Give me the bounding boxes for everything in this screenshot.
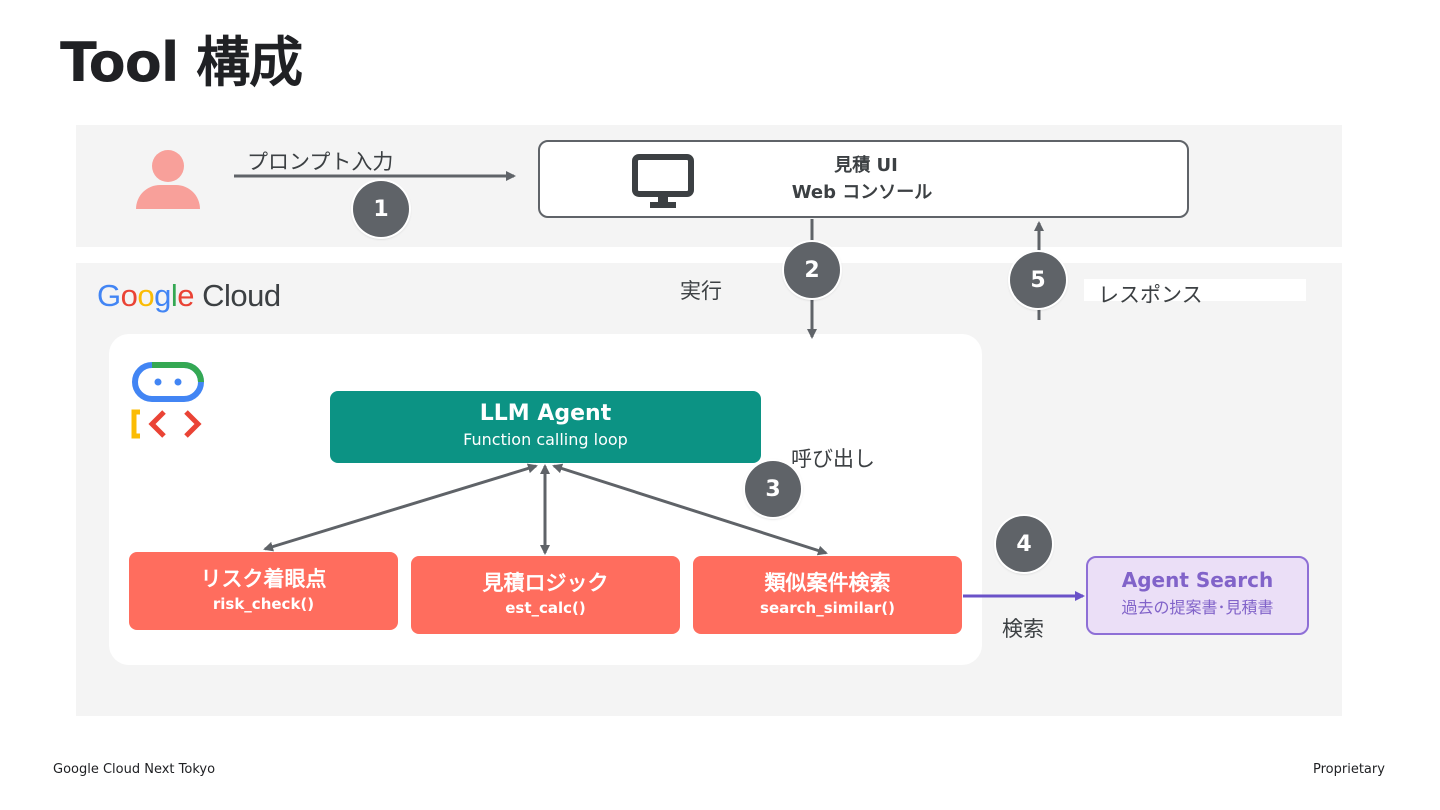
ui-box-title: 見積 UI <box>834 155 898 176</box>
step-2-badge: 2 <box>784 242 840 298</box>
arrow-llm-search <box>552 463 828 556</box>
function-title: 見積ロジック <box>482 571 609 595</box>
step-5-badge: 5 <box>1010 252 1066 308</box>
estimate-ui-box <box>538 140 1189 218</box>
llm-agent-subtitle: Function calling loop <box>463 430 628 449</box>
call-label: 呼び出し <box>791 447 875 471</box>
step-4-badge: 4 <box>996 516 1052 572</box>
function-name: est_calc() <box>505 599 586 617</box>
function-title: 類似案件検索 <box>764 571 891 595</box>
agent-builder-icon <box>130 360 206 442</box>
logo-letter: l <box>170 278 178 313</box>
llm-agent-box: LLM Agent Function calling loop <box>330 391 761 463</box>
logo-letter: e <box>177 278 195 313</box>
agent-search-title: Agent Search <box>1121 568 1274 592</box>
logo-letter: G <box>97 278 121 313</box>
logo-letter: o <box>120 278 138 313</box>
prompt-label: プロンプト入力 <box>247 150 394 174</box>
step-1-badge: 1 <box>353 181 409 237</box>
footer-proprietary: Proprietary <box>1313 762 1385 777</box>
function-title: リスク着眼点 <box>200 567 327 591</box>
search-label: 検索 <box>1002 617 1044 641</box>
step-3-badge: 3 <box>745 461 801 517</box>
function-name: search_similar() <box>760 599 895 617</box>
response-label-bg <box>1084 279 1306 301</box>
monitor-icon <box>632 154 694 210</box>
agent-search-subtitle: 過去の提案書･見積書 <box>1121 598 1274 617</box>
ui-box-subtitle: Web コンソール <box>791 182 933 203</box>
page-title: Tool 構成 <box>60 31 303 94</box>
logo-cloud: Cloud <box>202 278 281 313</box>
function-risk-check: リスク着眼点 risk_check() <box>129 552 398 630</box>
logo-letter: o <box>137 278 155 313</box>
response-label: レスポンス <box>1098 283 1203 307</box>
footer-event: Google Cloud Next Tokyo <box>53 762 216 777</box>
agent-search-box: Agent Search 過去の提案書･見積書 <box>1086 556 1309 635</box>
function-search-similar: 類似案件検索 search_similar() <box>693 556 962 634</box>
function-est-calc: 見積ロジック est_calc() <box>411 556 680 634</box>
arrow-llm-risk <box>263 463 538 552</box>
llm-agent-title: LLM Agent <box>479 401 612 426</box>
execute-label: 実行 <box>680 279 722 303</box>
google-cloud-logo: Google Cloud <box>97 278 281 314</box>
user-icon <box>136 150 200 210</box>
logo-letter: g <box>154 278 171 313</box>
function-name: risk_check() <box>212 595 315 613</box>
